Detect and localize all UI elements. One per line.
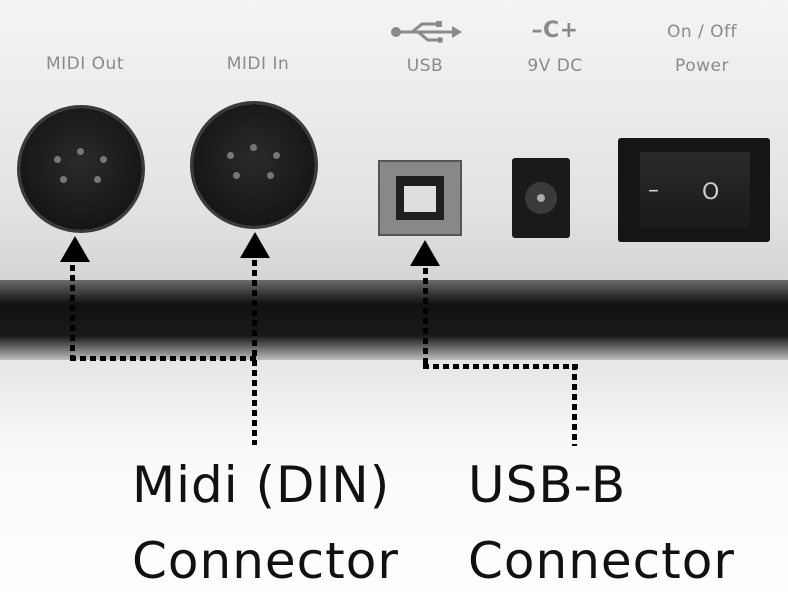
usb-annotation-line1: USB-B: [468, 456, 627, 514]
dotted-line: [70, 265, 75, 360]
midi-in-port: [193, 104, 315, 226]
dotted-line: [572, 364, 577, 446]
midi-annotation-line2: Connector: [132, 532, 399, 590]
arrow-up-icon: [410, 240, 440, 266]
dc-label: 9V DC: [527, 56, 583, 76]
power-label-top: On / Off: [666, 22, 738, 42]
reflection: [0, 360, 788, 600]
dotted-line: [70, 356, 260, 361]
arrow-up-icon: [240, 232, 270, 258]
midi-out-label: MIDI Out: [45, 54, 124, 74]
usb-label: USB: [406, 56, 444, 76]
switch-on-mark: O: [702, 180, 720, 205]
dotted-line: [423, 364, 578, 369]
dotted-line: [423, 268, 428, 368]
dotted-line: [252, 260, 257, 445]
usb-icon: [391, 21, 462, 43]
switch-off-mark: –: [648, 178, 659, 203]
panel-shadow: [0, 280, 788, 360]
power-switch: – O: [618, 138, 770, 242]
dc-polarity-icon: –C+: [531, 18, 579, 43]
usb-annotation-line2: Connector: [468, 532, 735, 590]
dc-jack: [512, 158, 570, 238]
midi-out-port: [20, 108, 142, 230]
midi-annotation-line1: Midi (DIN): [132, 456, 391, 514]
arrow-up-icon: [60, 236, 90, 262]
power-label-bottom: Power: [675, 56, 729, 76]
midi-in-label: MIDI In: [226, 54, 290, 74]
usb-b-port: [378, 160, 462, 236]
label-strip: [0, 0, 788, 92]
